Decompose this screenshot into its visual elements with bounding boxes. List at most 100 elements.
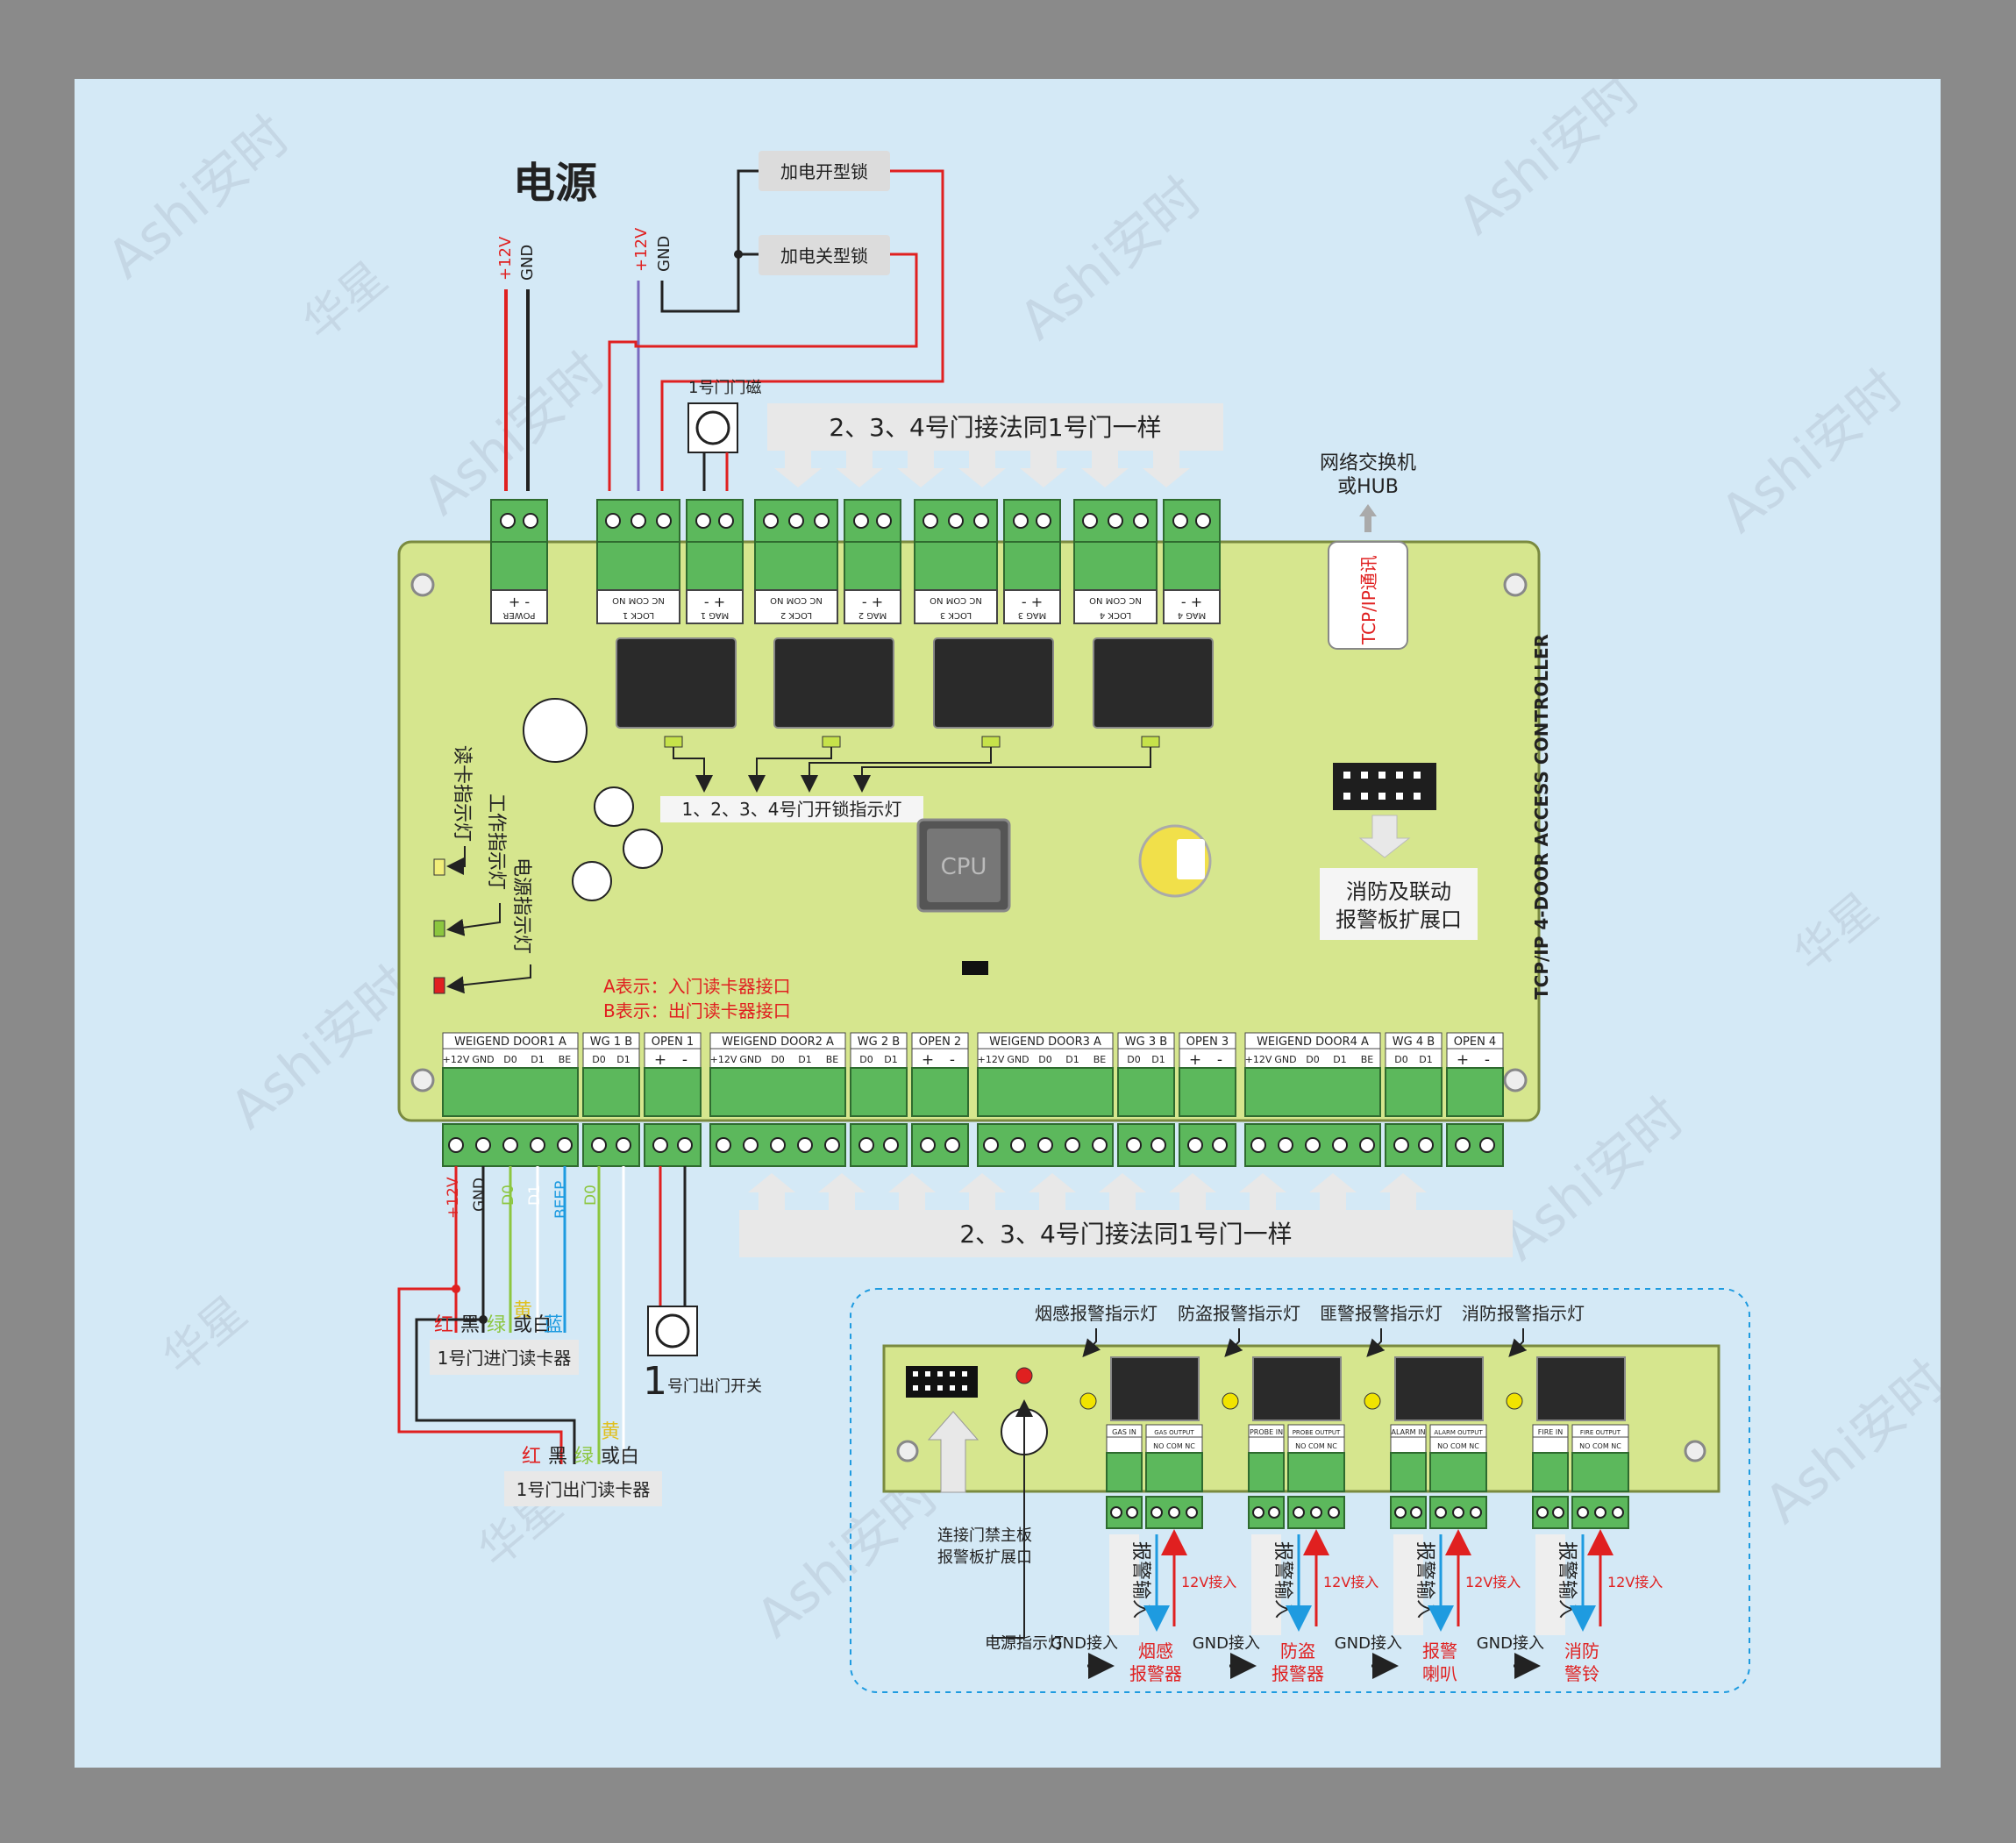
alarm-led-label: 消防报警指示灯 [1462,1303,1585,1324]
terminal-weigend-door4[interactable] [1244,1032,1381,1167]
pin-label: + [654,1051,666,1069]
terminal-lock2-pins: NC COM NO [770,595,823,605]
pin-label: +12V [443,1054,470,1065]
alarm-out-pins: NO COM NC [1437,1442,1479,1450]
lock-open-label: 加电开型锁 [780,161,868,182]
pin-label: GND [1274,1054,1296,1065]
alarm-12v-label: 12V接入 [1181,1574,1236,1590]
pin-label: - [1485,1051,1490,1069]
alarm-in-term: FIRE IN [1538,1428,1563,1436]
pin-label: GND [739,1054,761,1065]
diagram-canvas: Ashi安时 Ashi安时 Ashi安时 Ashi安时 Ashi安时 Ashi安… [75,60,1959,1768]
reader-gnd-label: GND [471,1178,488,1212]
pin-label: D0 [1127,1054,1140,1065]
alarm-header-pins [913,1371,967,1391]
lock-led-label-box [660,796,923,822]
exit-button[interactable] [647,1306,698,1356]
terminal-weigend-door4-name: WEIGEND DOOR4 A [1257,1035,1369,1049]
alarm-device-2: 喇叭 [1422,1663,1457,1684]
terminal-mag1[interactable] [686,499,744,624]
board-title: TCP/IP 4-DOOR ACCESS CONTROLLER [1531,634,1552,1000]
wire-reader-out-red [397,1166,563,1464]
alarm-out-term: FIRE OUTPUT [1580,1429,1621,1436]
fire-expansion-line1: 消防及联动 [1346,879,1451,904]
terminal-lock3[interactable] [914,499,998,624]
watermark-text: Ashi安时 [1008,166,1214,352]
lock-led-pointers [673,747,1151,793]
terminal-wg1b[interactable] [582,1032,640,1167]
rj45-port[interactable] [1328,541,1408,650]
pin-label: D0 [771,1054,784,1065]
terminal-mag4-name: MAG 4 [1178,610,1207,620]
door-mag-circle [695,410,730,445]
alarm-input-label: 报警输入 [1556,1541,1578,1619]
terminal-mag2[interactable] [844,499,901,624]
pin-label: BE [1361,1054,1374,1065]
terminal-weigend-door1-name: WEIGEND DOOR1 A [454,1035,566,1049]
terminal-mag3-pins: - + [1022,594,1043,610]
terminal-weigend-door2[interactable] [709,1032,846,1167]
wire-reader-out-black [415,1166,576,1464]
reader-in-label: 1号门进门读卡器 [438,1348,572,1369]
terminal-lock1[interactable] [596,499,680,624]
alarm-device-2: 报警器 [1129,1663,1182,1684]
color-black: 黑 [548,1446,567,1468]
wire-lock-no [660,169,944,491]
pin-label: D1 [1065,1054,1079,1065]
wire-lock-gnd [660,169,759,313]
connect-arrow [927,1411,980,1493]
lock-open-box [759,151,890,191]
alarm-device-1: 报警 [1422,1640,1457,1662]
terminal-mag4[interactable] [1163,499,1221,624]
alarm-out-pins: NO COM NC [1579,1442,1621,1450]
lock-12v-label: +12V [632,227,651,272]
alarm-header[interactable] [906,1366,978,1398]
pin-label: + [1457,1051,1469,1069]
door-mag-sensor [687,402,738,453]
terminal-lock3-name: LOCK 3 [940,610,972,620]
terminal-mag3[interactable] [1003,499,1061,624]
reader-out-color-labels: 红 黑 绿 黄 或白 [522,1421,639,1468]
terminal-weigend-door3[interactable] [977,1032,1114,1167]
pin-label: GND [1007,1054,1029,1065]
reader-led-label: 读卡指示灯 [451,745,473,842]
alarm-in-term: PROBE IN [1250,1428,1283,1436]
terminal-open3[interactable] [1179,1032,1236,1167]
alarm-channel-1: 烟感报警指示灯 GAS IN GAS OUTPUT NO COM NC 报警输入… [1035,1303,1236,1684]
terminal-lock4-pins: NC COM NO [1089,595,1142,605]
terminal-open3-name: OPEN 3 [1186,1035,1229,1049]
terminal-mag4-pins: - + [1181,594,1202,610]
expansion-header-pins [1343,772,1421,800]
terminal-power[interactable] [490,499,548,624]
pin-label: BE [826,1054,839,1065]
terminal-lock4[interactable] [1073,499,1158,624]
terminal-mag3-name: MAG 3 [1018,610,1047,620]
indicator-leds [433,858,445,994]
pin-label: D0 [592,1054,605,1065]
terminal-lock2[interactable] [754,499,838,624]
color-blue: 蓝 [544,1314,563,1336]
expansion-header[interactable] [1333,763,1436,810]
terminal-open2[interactable] [911,1032,969,1167]
terminal-wg4b[interactable] [1385,1032,1443,1167]
terminal-wg3b[interactable] [1117,1032,1175,1167]
board-mounting-holes [410,573,1528,1092]
indicator-pointers [446,846,531,994]
watermark-text: 华星 [294,252,397,351]
watermark-text: Ashi安时 [1447,79,1652,246]
color-red: 红 [522,1446,541,1468]
terminal-open1[interactable] [644,1032,702,1167]
reader-12v-label: +12V [445,1177,462,1219]
same-wiring-text-top: 2、3、4号门接法同1号门一样 [829,413,1161,442]
work-led-label: 工作指示灯 [485,793,507,890]
pin-label: D1 [616,1054,630,1065]
tcp-label: TCP/IP通讯 [1358,555,1379,645]
terminal-weigend-door1[interactable] [442,1032,579,1167]
terminal-mag1-name: MAG 1 [701,610,730,620]
terminal-wg2b[interactable] [850,1032,908,1167]
alarm-power-led-label: 电源指示灯 [985,1634,1064,1653]
terminal-open4[interactable] [1446,1032,1504,1167]
pin-label: D0 [1394,1054,1407,1065]
reader-out-label: 1号门出门读卡器 [516,1479,651,1500]
alarm-gnd-label: GND接入 [1193,1634,1260,1653]
